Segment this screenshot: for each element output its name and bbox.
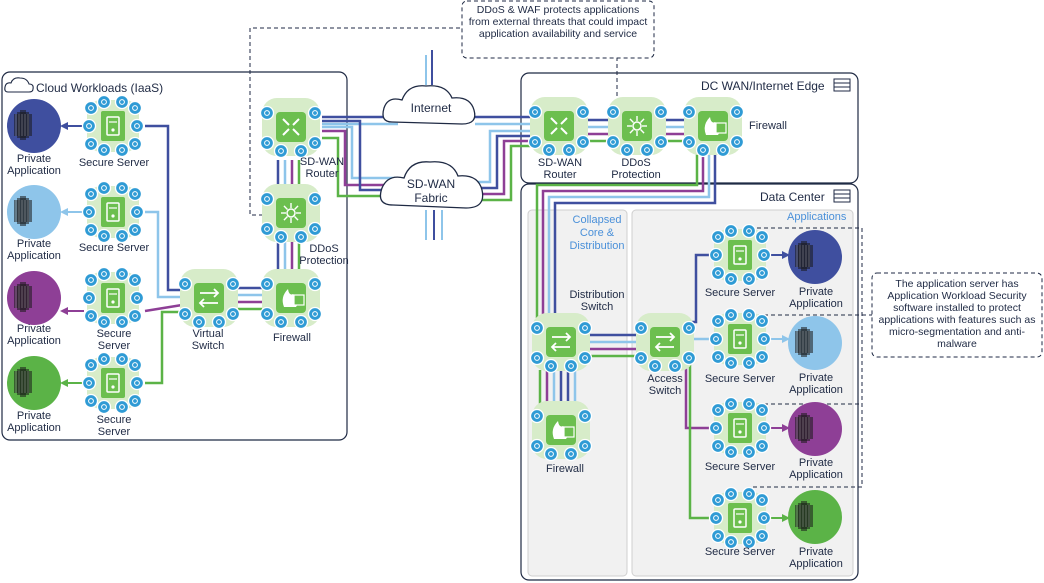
private-application-label: Private Application — [789, 457, 843, 481]
secure-server-label: Secure Server — [96, 414, 132, 438]
secure-server-label: Secure Server — [704, 373, 776, 385]
app-server-callout-box — [871, 272, 1043, 358]
secure-server-label: Secure Server — [96, 328, 132, 352]
private-application-icon — [788, 490, 842, 544]
private-application-label: Private Application — [789, 372, 843, 396]
private-application-label: Private Application — [789, 286, 843, 310]
access-switch-label: Access Switch — [647, 373, 683, 397]
private-application-label: Private Application — [7, 153, 61, 177]
virtual-switch-node[interactable] — [177, 269, 241, 330]
dc-wan-title: DC WAN/Internet Edge — [701, 79, 825, 93]
server-rack-icon — [833, 189, 851, 203]
app-server-callout: The application server has Application W… — [878, 278, 1036, 350]
data-center-title: Data Center — [760, 190, 825, 204]
private-application-icon — [788, 230, 842, 284]
secure-server-label: Secure Server — [704, 461, 776, 473]
secure-server-node[interactable] — [81, 266, 145, 330]
secure-server-node[interactable] — [708, 486, 772, 550]
ddos-protection-label: DDoS Protection — [299, 243, 349, 267]
sdwan-router-label: SD-WAN Router — [537, 157, 583, 181]
private-application-icon — [788, 316, 842, 370]
distribution-switch-label: Distribution Switch — [569, 289, 625, 313]
firewall-label: Firewall — [546, 463, 584, 475]
secure-server-node[interactable] — [81, 351, 145, 415]
ddos-waf-callout: DDoS & WAF protects applications from ex… — [468, 4, 648, 40]
secure-server-node[interactable] — [81, 94, 145, 158]
private-application-label: Private Application — [7, 323, 61, 347]
applications-title: Applications — [787, 211, 847, 223]
ddos-protection-label: DDoS Protection — [611, 157, 661, 181]
private-application-icon — [7, 99, 61, 153]
ddos-protection-node[interactable] — [259, 184, 323, 245]
private-application-label: Private Application — [7, 410, 61, 434]
sdwan-router-label: SD-WAN Router — [299, 156, 345, 180]
firewall-node[interactable] — [681, 97, 745, 158]
sdwan-fabric-label: SD-WAN Fabric — [406, 177, 456, 205]
collapsed-core-title: Collapsed Core & Distribution — [569, 214, 625, 252]
firewall-node[interactable] — [259, 269, 323, 330]
internet-label: Internet — [410, 101, 452, 115]
sdwan-cloud — [379, 161, 484, 209]
private-application-label: Private Application — [7, 238, 61, 262]
distribution-switch-node[interactable] — [529, 313, 593, 374]
applications-panel — [631, 209, 854, 577]
firewall-label: Firewall — [273, 332, 311, 344]
sdwan-router-node[interactable] — [527, 97, 591, 158]
secure-server-node[interactable] — [708, 307, 772, 371]
firewall-node[interactable] — [529, 401, 593, 462]
server-rack-icon — [833, 78, 851, 92]
secure-server-label: Secure Server — [704, 287, 776, 299]
secure-server-label: Secure Server — [78, 242, 150, 254]
cloud-workloads-frame — [1, 71, 348, 441]
private-application-icon — [7, 185, 61, 239]
sdwan-router-node[interactable] — [259, 98, 323, 159]
private-application-icon — [788, 402, 842, 456]
cloud-workloads-title: Cloud Workloads (IaaS) — [36, 81, 164, 95]
secure-server-node[interactable] — [81, 180, 145, 244]
secure-server-node[interactable] — [708, 396, 772, 460]
virtual-switch-label: Virtual Switch — [191, 328, 225, 352]
private-application-label: Private Application — [789, 546, 843, 570]
cloud-outline-icon — [4, 77, 34, 93]
internet-cloud — [382, 85, 476, 125]
ddos-protection-node[interactable] — [605, 97, 669, 158]
ddos-callout-box — [461, 0, 655, 59]
collapsed-core-panel — [527, 209, 628, 577]
secure-server-label: Secure Server — [78, 157, 150, 169]
dc-wan-frame — [520, 72, 859, 184]
secure-server-node[interactable] — [708, 223, 772, 287]
secure-server-label: Secure Server — [704, 546, 776, 558]
firewall-label: Firewall — [749, 120, 787, 132]
access-switch-node[interactable] — [633, 313, 697, 374]
private-application-icon — [7, 271, 61, 325]
private-application-icon — [7, 356, 61, 410]
